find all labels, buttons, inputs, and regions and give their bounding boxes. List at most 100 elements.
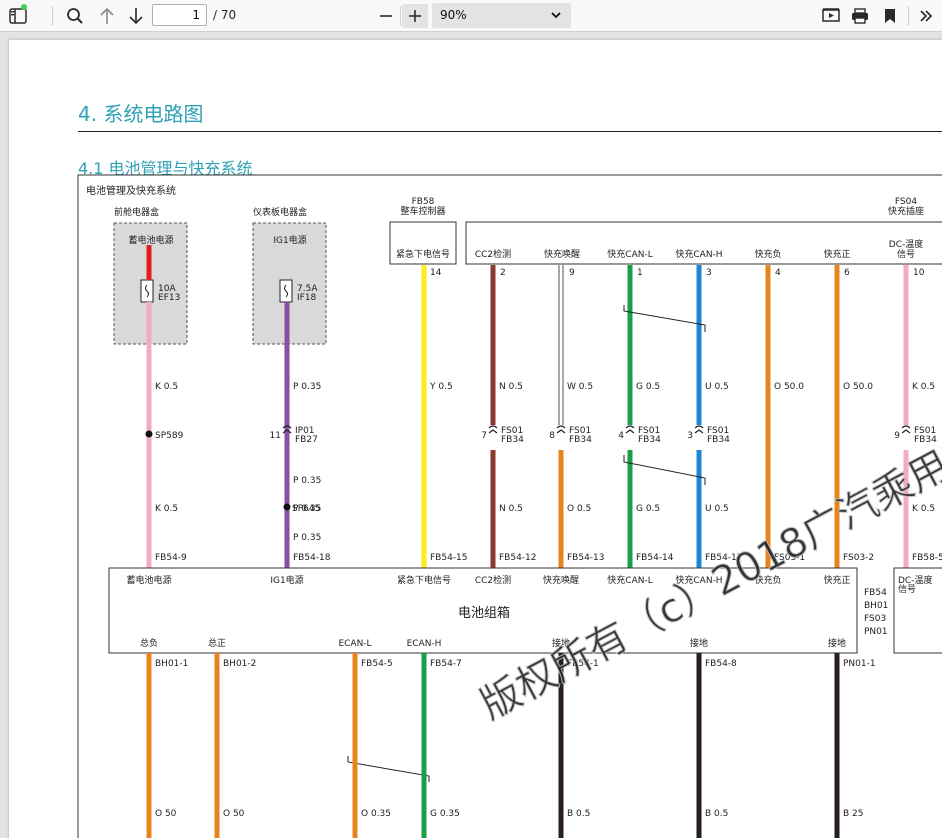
inline-connector-icon [282, 425, 292, 429]
fuse-element-icon [284, 284, 288, 298]
lower-wire-spec: O 50 [155, 809, 177, 819]
twisted-pair-marker [623, 455, 706, 485]
charger-pin-label: 快充负 [754, 248, 781, 260]
charger-pin-number: 6 [844, 268, 850, 278]
inline-connector-name: FS01 [501, 426, 523, 436]
wire-spec-upper: K 0.5 [155, 382, 178, 392]
dc-temp-label: DC-温度 [898, 574, 932, 586]
vcu-name-label: 整车控制器 [400, 205, 445, 217]
search-icon[interactable] [63, 4, 87, 28]
charger-connector-label: FS04 [895, 197, 917, 207]
document-viewer[interactable]: 4. 系统电路图 4.1 电池管理与快充系统 电池管理及快充系统前舱电器盒仪表板… [0, 32, 942, 838]
vcu-pin-number: 14 [430, 268, 442, 278]
wire-spec-lower: K 0.5 [155, 504, 178, 514]
inline-connector-name: FS01 [707, 426, 729, 436]
wire-connector-id: FB54-17 [705, 553, 743, 563]
wiring-diagram: 电池管理及快充系统前舱电器盒仪表板电器盒FB58整车控制器FS04快充插座蓄电池… [77, 174, 942, 838]
charger-pin-number: 4 [775, 268, 781, 278]
splice-label: SP645 [292, 504, 320, 514]
wire-spec-upper: W 0.5 [567, 382, 593, 392]
splice-sp589-icon [145, 430, 153, 438]
next-page-icon[interactable] [124, 4, 148, 28]
pdf-page: 4. 系统电路图 4.1 电池管理与快充系统 电池管理及快充系统前舱电器盒仪表板… [9, 40, 942, 838]
wire-connector-id: FS03-2 [843, 553, 874, 563]
page-number-input[interactable] [152, 4, 207, 26]
inline-connector-icon [694, 425, 704, 429]
notification-dot-icon [21, 4, 27, 10]
fuse-rating: 7.5A [297, 284, 318, 294]
vcu-connector-label: FB58 [412, 197, 435, 207]
battery-pack-name: 电池组箱 [458, 605, 510, 621]
charger-name-label: 快充插座 [888, 205, 924, 217]
lower-wire-connector-id: FB54-1 [567, 659, 599, 669]
bookmark-icon[interactable] [878, 4, 902, 28]
battery-pack-top-pin: 蓄电池电源 [126, 574, 171, 586]
inline-connector-icon [556, 425, 566, 429]
lower-wire-spec: B 0.5 [705, 809, 728, 819]
splice-label: SP589 [155, 431, 184, 441]
presentation-mode-icon[interactable] [819, 4, 843, 28]
battery-pack-top-pin: 快充唤醒 [543, 574, 579, 586]
inline-connector-name: FB34 [638, 435, 661, 445]
lower-wire-connector-id: FB54-8 [705, 659, 737, 669]
fuse-rating: 10A [158, 284, 176, 294]
inline-connector-pin-icon [901, 429, 911, 434]
battery-pack-box [108, 567, 858, 654]
section-heading: 4. 系统电路图 [78, 102, 204, 126]
charger-pin-number: 10 [913, 268, 925, 278]
inline-connector-pin-icon [282, 429, 292, 434]
wire-connector-id: FB54-12 [499, 553, 537, 563]
charger-pin-label: DC-温度 [889, 238, 923, 250]
zoom-in-icon[interactable] [402, 4, 428, 28]
battery-pack-top-pin: CC2检测 [475, 574, 511, 586]
inline-connector-pin-icon [625, 429, 635, 434]
wire-spec-upper: N 0.5 [499, 382, 523, 392]
twisted-pair-marker [623, 305, 706, 332]
diagram-frame [77, 174, 942, 838]
ip-fuse-box-label: 仪表板电器盒 [253, 206, 307, 218]
charger-pin-box [465, 221, 942, 265]
inline-connector-icon [901, 425, 911, 429]
wire-spec-upper: G 0.5 [636, 382, 660, 392]
zoom-value: 90% [440, 8, 467, 22]
front-fuse-box-label: 前舱电器盒 [114, 206, 159, 218]
lower-wire-connector-id: FB54-7 [430, 659, 462, 669]
wire-connector-id: FB54-18 [293, 553, 331, 563]
previous-page-icon[interactable] [95, 4, 119, 28]
fuse-element-icon [145, 284, 149, 298]
charger-pin-number: 9 [569, 268, 575, 278]
inline-connector-name: FB34 [569, 435, 592, 445]
wire-spec-upper: K 0.5 [912, 382, 935, 392]
battery-pack-top-pin: 快充负 [754, 574, 781, 586]
inline-connector-icon [488, 425, 498, 429]
inline-connector-pin: 7 [481, 431, 487, 441]
fuse-name: IF18 [297, 293, 317, 303]
wire-spec-mid: P 0.35 [293, 476, 321, 486]
wire-connector-id: FB54-15 [430, 553, 468, 563]
charger-pin-label: 信号 [897, 248, 915, 260]
wire-spec-upper: P 0.35 [293, 382, 321, 392]
charger-pin-label: 快充CAN-L [607, 248, 652, 260]
inline-connector-pin-icon [488, 429, 498, 434]
wire-spec-upper: O 50.0 [843, 382, 873, 392]
sidebar-toggle-icon[interactable] [6, 4, 30, 28]
fuse-source-label: IG1电源 [273, 234, 306, 246]
battery-pack-bottom-pin: ECAN-H [407, 639, 442, 649]
lower-wire-connector-id: BH01-1 [155, 659, 188, 669]
toolbar-separator [908, 6, 909, 26]
zoom-select[interactable]: 90% [432, 3, 571, 28]
inline-connector-name: FB34 [914, 435, 937, 445]
battery-pack-connector-id: FB54 [864, 588, 887, 598]
wire-spec-lower: G 0.5 [636, 504, 660, 514]
wire-spec-lower: O 0.5 [567, 504, 591, 514]
battery-pack-top-pin: 快充CAN-H [675, 574, 722, 586]
inline-connector-icon [625, 425, 635, 429]
more-tools-icon[interactable] [914, 4, 938, 28]
charger-pin-number: 3 [706, 268, 712, 278]
battery-pack-connector-id: BH01 [864, 601, 888, 611]
subsection-heading: 4.1 电池管理与快充系统 [78, 159, 253, 178]
lower-wire-spec: B 0.5 [567, 809, 590, 819]
zoom-out-icon[interactable] [374, 4, 398, 28]
print-icon[interactable] [848, 4, 872, 28]
wire-spec-upper: Y 0.5 [429, 382, 453, 392]
